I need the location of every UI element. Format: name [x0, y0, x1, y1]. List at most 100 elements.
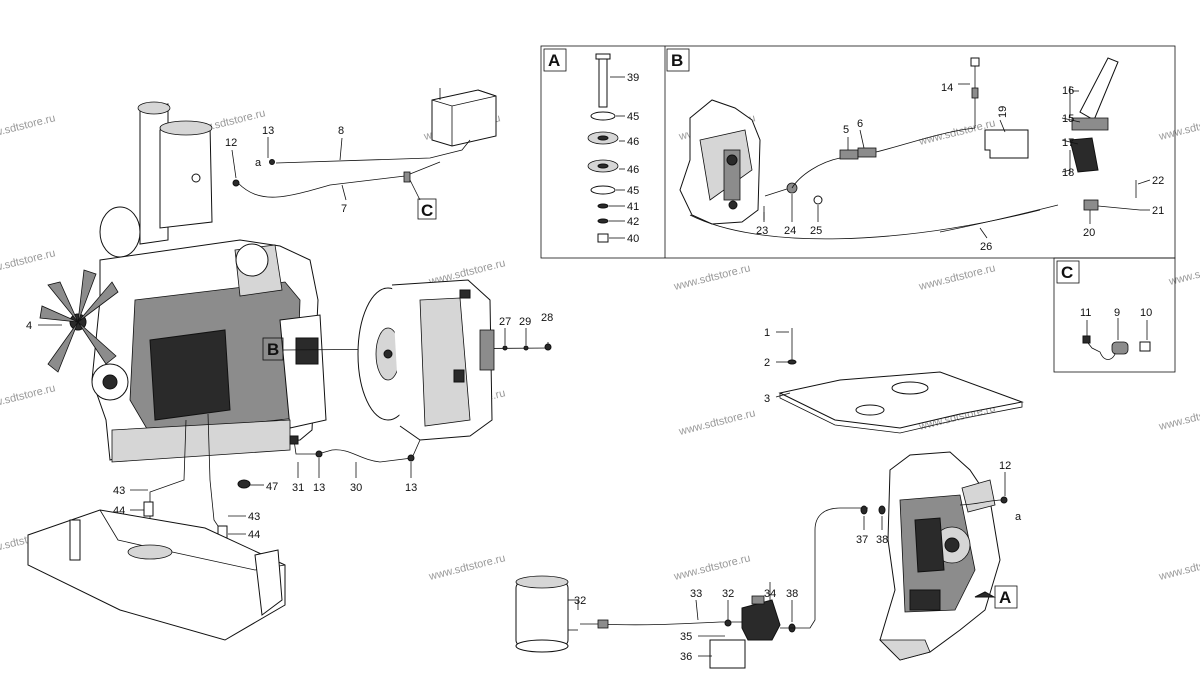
callout-10: 10: [1140, 307, 1152, 319]
fan-4: [39, 269, 119, 373]
sensor-9: [1111, 341, 1129, 355]
cap-10: [1139, 341, 1151, 352]
bolt-39: [598, 56, 608, 108]
mount-plate-assembly: 1 2 3: [764, 327, 1024, 434]
callout-33: 33: [690, 588, 702, 600]
bracket-36: [709, 639, 746, 669]
oil-pan: [111, 419, 291, 463]
callout-12: 12: [999, 460, 1011, 472]
hose-37: [780, 507, 868, 629]
injection-pump: [149, 329, 231, 421]
detail-b-label: B: [671, 51, 683, 70]
callout-45: 45: [627, 185, 639, 197]
letter-a: a: [255, 157, 262, 169]
callout-45: 45: [627, 111, 639, 123]
clamp-20: [1083, 199, 1099, 211]
cleaner-bowl: [99, 206, 141, 258]
callout-43: 43: [113, 485, 125, 497]
air-cleaner: [159, 124, 213, 229]
callout-39: 39: [627, 72, 639, 84]
callout-41: 41: [627, 201, 639, 213]
clip-25: [813, 195, 823, 205]
letter-a: a: [1015, 511, 1022, 523]
callout-8: 8: [338, 125, 344, 137]
washer-42: [597, 218, 609, 224]
mount-plate: [778, 371, 1024, 429]
detail-frame-c: [1053, 257, 1176, 373]
callout-13: 13: [405, 482, 417, 494]
engine-b-tag: [262, 337, 284, 361]
bolt-head-39: [595, 53, 611, 60]
callout-46: 46: [627, 136, 639, 148]
detail-a-label: A: [548, 51, 560, 70]
callout-20: 20: [1083, 227, 1095, 239]
fitting-5: [839, 149, 859, 160]
callout-1: 1: [764, 327, 770, 339]
callout-25: 25: [810, 225, 822, 237]
callout-22: 22: [1152, 175, 1164, 187]
callout-15: 15: [1062, 113, 1074, 125]
watermark: www.sdtstore.ru: [672, 262, 752, 293]
fitting-38-upper: [878, 505, 886, 515]
callout-47: 47: [266, 481, 278, 493]
engine-assembly: 4 B: [26, 101, 551, 463]
callout-17: 17: [1062, 137, 1074, 149]
callout-38: 38: [876, 534, 888, 546]
callout-11: 11: [1080, 307, 1091, 319]
detail-c-tag: [1056, 260, 1080, 284]
callout-4: 4: [26, 320, 32, 332]
washer-2: [787, 359, 797, 365]
transmission-assembly: 27 29 28: [357, 279, 553, 441]
watermark: www.sdtstore.ru: [672, 552, 752, 583]
watermark: www.sdtstore.ru: [0, 247, 57, 278]
detail-frames: A B C: [540, 45, 1176, 373]
callout-2: 2: [764, 357, 770, 369]
watermark: www.sdtstore.ru: [1167, 257, 1200, 288]
air-tank: [515, 581, 569, 647]
pipe-c-label: C: [421, 201, 433, 220]
callout-13: 13: [313, 482, 325, 494]
watermark: www.sdtstore.ru: [1157, 112, 1200, 143]
fitting-37: [860, 505, 868, 515]
clip-44-left: [143, 501, 154, 517]
pedal-15: [1079, 57, 1119, 121]
callout-32: 32: [722, 588, 734, 600]
callout-5: 5: [843, 124, 849, 136]
frame-bracket: [254, 549, 283, 616]
hose-30: [293, 439, 421, 463]
washer-41: [597, 203, 609, 209]
detail-b-throttle-linkage: 14 5 6 19 16 15 17 18 22 21 20 26 23 24 …: [679, 57, 1164, 253]
watermark: www.sdtstore.ru: [1157, 552, 1200, 583]
callout-18: 18: [1062, 167, 1074, 179]
pedal-bracket-17: [1069, 137, 1099, 173]
watermark: www.sdtstore.ru: [0, 382, 57, 413]
detail-b-tag: [666, 48, 690, 72]
fitting-28: [544, 343, 552, 351]
callout-6: 6: [857, 118, 863, 130]
throttle-cable: [875, 127, 976, 153]
callout-29: 29: [519, 316, 531, 328]
bracket-19: [984, 129, 1029, 159]
callout-34: 34: [764, 588, 776, 600]
callout-16: 16: [1062, 85, 1074, 97]
callout-44: 44: [248, 529, 260, 541]
lower-right-assembly: 32 33 32 34 35 36 38 37 38: [515, 451, 1022, 669]
callout-19: 19: [997, 106, 1009, 118]
detail-c-label: C: [1061, 263, 1073, 282]
callout-9: 9: [1114, 307, 1120, 319]
detail-frame-outer: [540, 45, 1176, 259]
frame-base: [27, 509, 286, 641]
watermark: www.sdtstore.ru: [0, 112, 57, 143]
callout-40: 40: [627, 233, 639, 245]
callout-36: 36: [680, 651, 692, 663]
callout-23: 23: [756, 225, 768, 237]
engine-b-label: B: [267, 340, 279, 359]
fitting-6: [857, 147, 877, 158]
callout-43: 43: [248, 511, 260, 523]
lower-left-assembly: 31 13 30 13 47 43 44 43 44: [27, 413, 421, 641]
detail-c-sensor: 11 9 10: [1080, 307, 1152, 360]
callout-12: 12: [225, 137, 237, 149]
detail-a-mount-stack: 39 45 46 46 45 41 42 40: [587, 53, 639, 245]
washer-45-top: [590, 111, 616, 121]
